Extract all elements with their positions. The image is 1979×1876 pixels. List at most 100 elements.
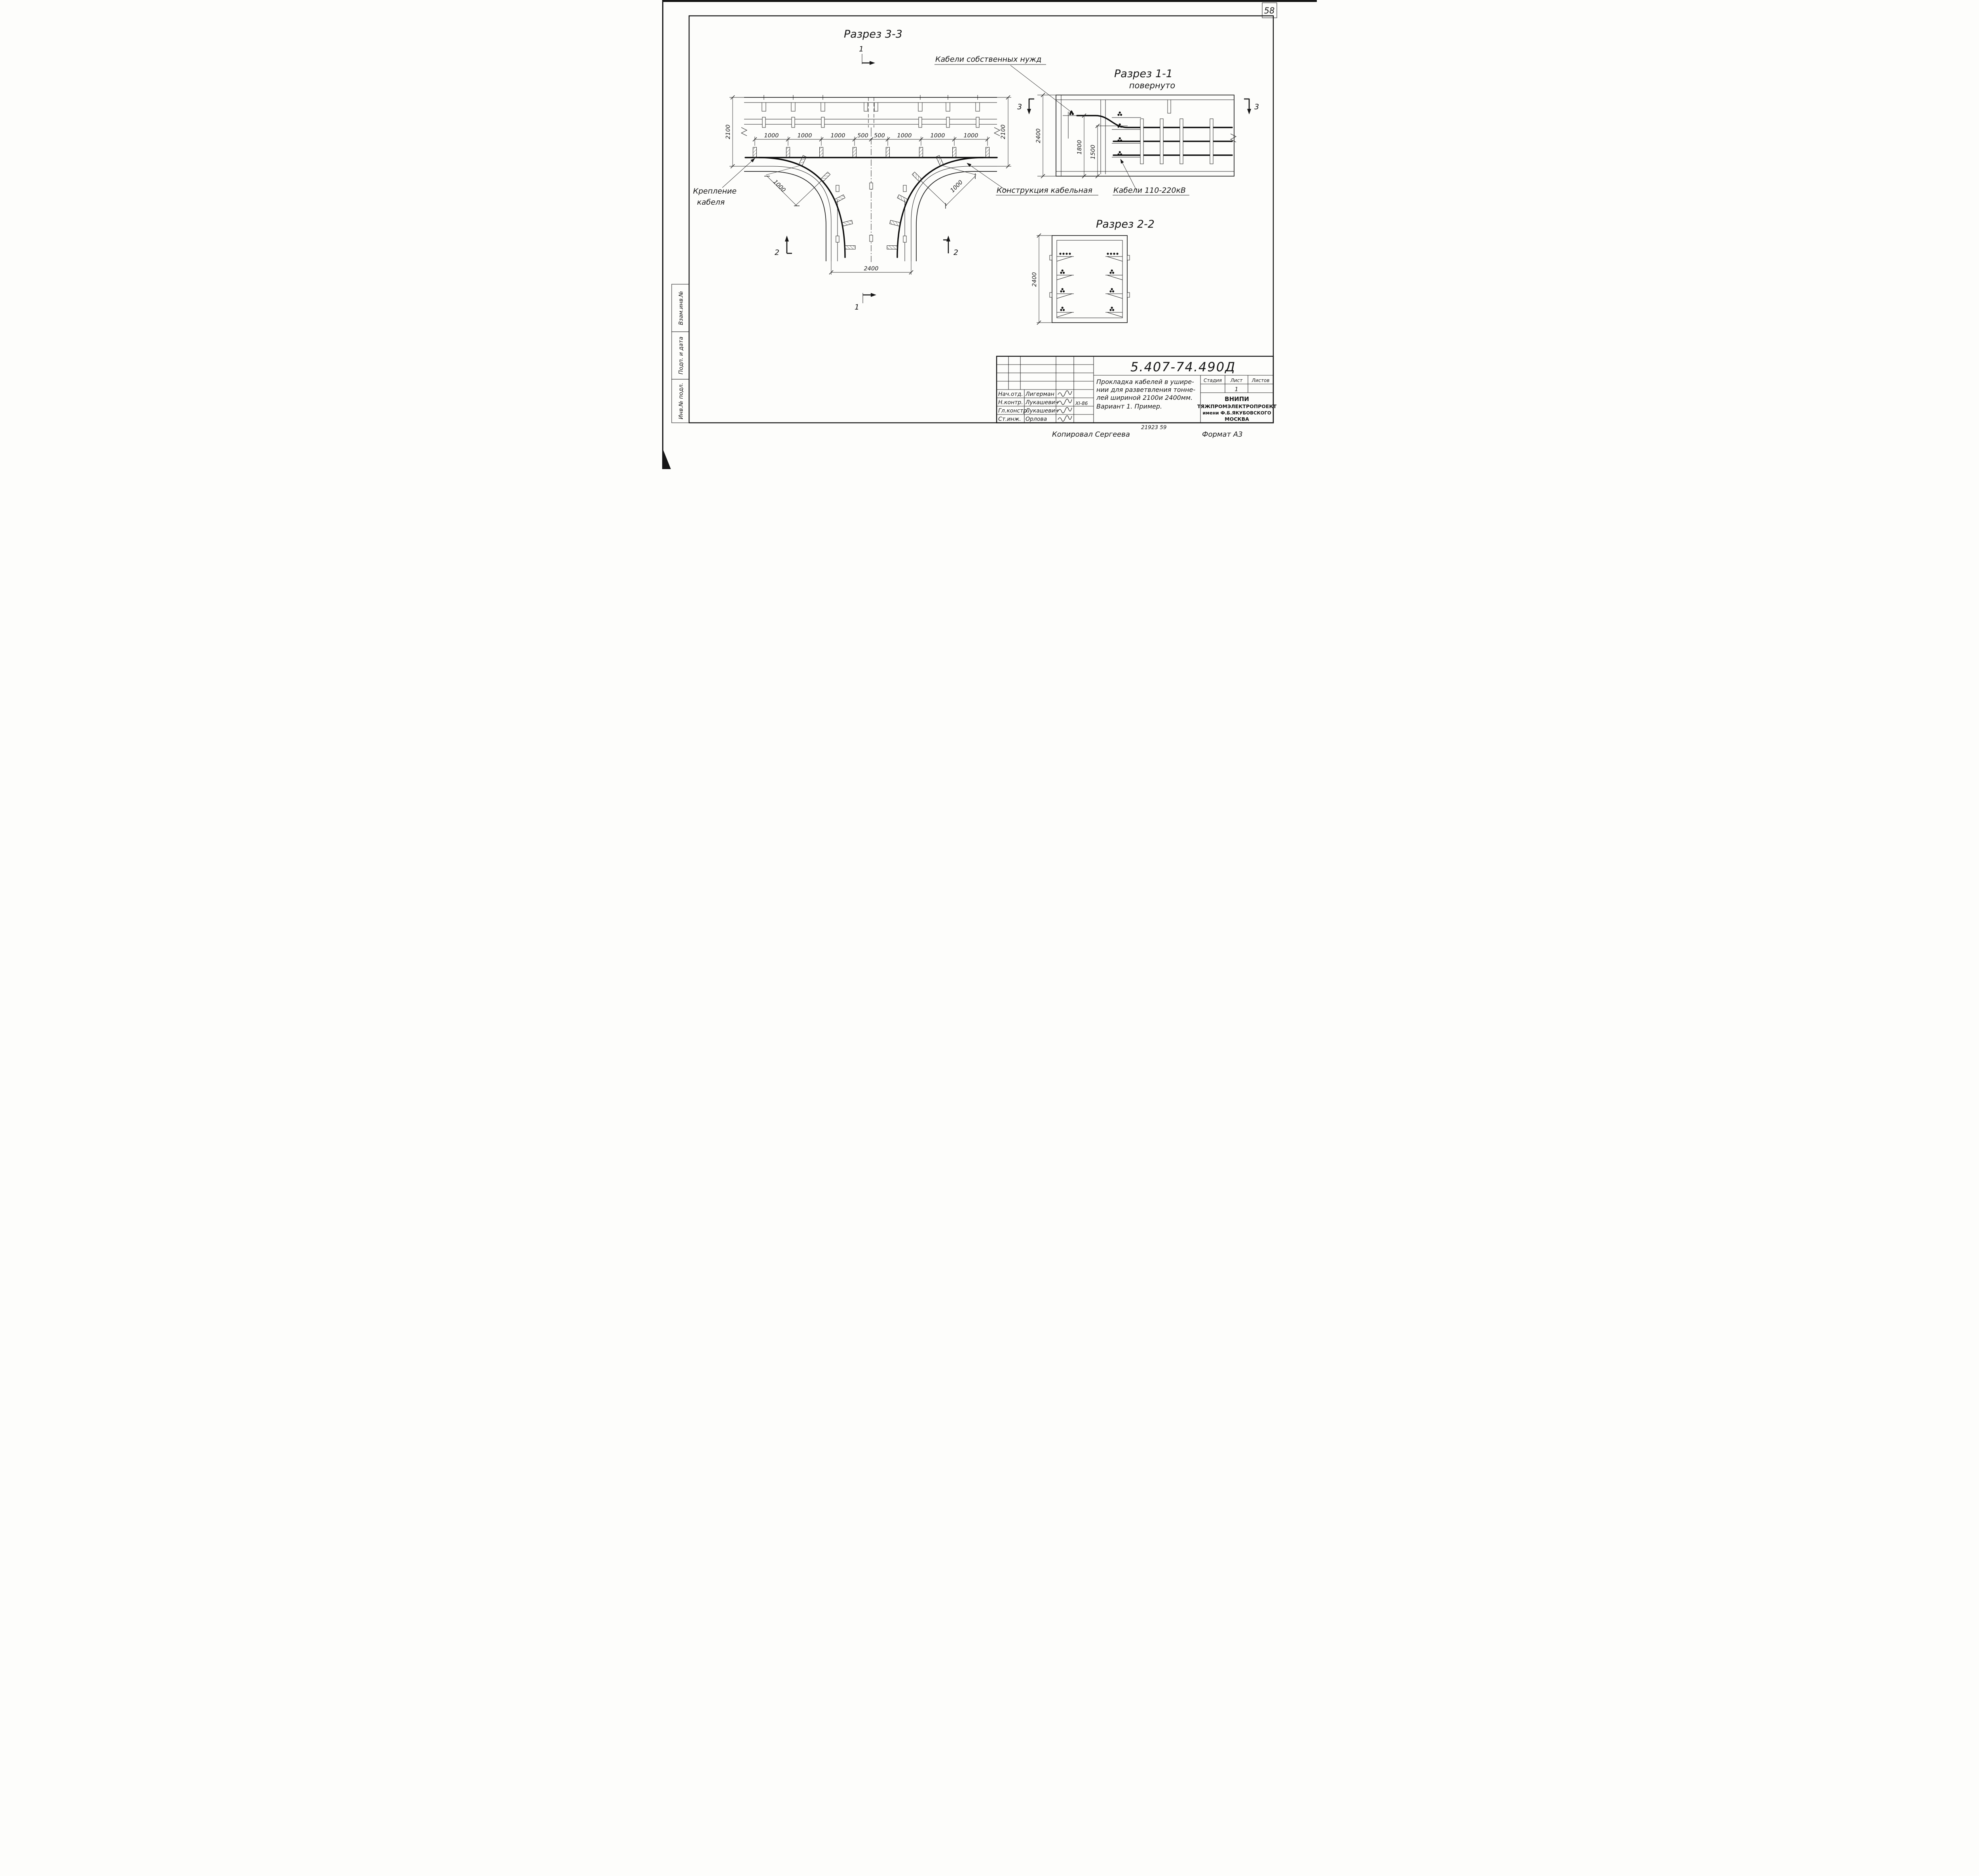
dim-row-6: 1000 <box>931 133 945 139</box>
format-note: Формат А3 <box>1202 430 1243 439</box>
marker-3-right-label: 3 <box>1254 103 1259 111</box>
signature-2 <box>1058 399 1072 405</box>
cable-hangers <box>1140 99 1214 164</box>
scan-edge-top <box>662 0 1317 2</box>
row1-name: Лигерман <box>1025 391 1054 397</box>
dim-s11-1500-label: 1500 <box>1090 145 1096 160</box>
dim-row-4: 500 <box>874 133 885 139</box>
callout-fastening: Крепление кабеля <box>693 158 755 207</box>
marker-2-left-label: 2 <box>775 248 779 257</box>
dim-row-7: 1000 <box>964 133 978 139</box>
dim-diag-right-label: 1000 <box>949 179 964 194</box>
break-mark <box>741 127 747 136</box>
dim-2100-right-label: 2100 <box>1000 125 1007 139</box>
cable-shelves <box>1112 111 1141 158</box>
dim-s11-1500: 1500 <box>1090 124 1128 179</box>
wall-tabs <box>1049 255 1130 298</box>
marker-3-left-label: 3 <box>1017 103 1022 111</box>
dim-s22-2400-label: 2400 <box>1031 272 1038 287</box>
branch-cable-right <box>896 157 984 258</box>
callout-hv-cables: Кабели 110-220кВ <box>1113 159 1189 196</box>
dim-s11-2400: 2400 <box>1035 93 1056 179</box>
page-number: 58 <box>1264 6 1275 15</box>
dim-row-0: 1000 <box>764 133 779 139</box>
section-1-1-title: Разрез 1-1 <box>1114 68 1173 80</box>
signature-3 <box>1058 407 1072 413</box>
dim-s11-1800: 1800 <box>1077 113 1086 179</box>
dim-2400-branch: 2400 <box>829 261 914 275</box>
desc-line2: нии для разветвления тонне- <box>1096 386 1195 393</box>
shelves-left <box>1056 253 1074 317</box>
view-section-1-1: Разрез 1-1 повернуто <box>1035 68 1259 179</box>
dim-s11-2400-label: 2400 <box>1035 129 1042 143</box>
dim-2100-left-label: 2100 <box>725 125 731 139</box>
section-3-3-title: Разрез 3-3 <box>844 28 902 40</box>
desc-line3: лей шириной 2100и 2400мм. <box>1096 394 1193 401</box>
view-section-3-3: Разрез 3-3 1 <box>725 28 1034 312</box>
date-value: XI-86 <box>1075 401 1088 406</box>
page-number-box: 58 <box>1262 2 1277 18</box>
dim-s22-2400: 2400 <box>1031 233 1052 325</box>
dim-row-2: 1000 <box>831 133 845 139</box>
sheets-header: Листов <box>1252 378 1270 383</box>
stamp-number: 21923 59 <box>1141 424 1166 431</box>
sheet-value: 1 <box>1235 386 1238 393</box>
copied-by: Копировал Сергеева <box>1052 430 1130 439</box>
ceiling-supports <box>762 95 980 128</box>
dim-row-5: 1000 <box>897 133 912 139</box>
dim-row-1: 1000 <box>798 133 812 139</box>
desc-line1: Прокладка кабелей в ушире- <box>1096 378 1194 386</box>
callout-own-needs-label: Кабели собственных нужд <box>935 55 1041 64</box>
dim-row: 1000 1000 1000 500 500 1000 1000 1000 <box>752 131 990 146</box>
break-mark <box>994 127 1000 136</box>
callout-fastening-line2: кабеля <box>697 198 725 207</box>
shelves-right <box>1105 253 1123 317</box>
marker-2-right-label: 2 <box>953 248 958 257</box>
sheet-header: Лист <box>1230 378 1243 383</box>
section-2-2-title: Разрез 2-2 <box>1096 218 1155 230</box>
blueprint-svg: 58 Взам.инв.№ Подп. и дата Инв.№ подл. Р… <box>662 0 1317 469</box>
marker-1-top-label: 1 <box>859 45 864 53</box>
signature-4 <box>1058 415 1072 422</box>
dim-s11-1800-label: 1800 <box>1077 140 1083 155</box>
margin-label-vzam: Взам.инв.№ <box>678 291 684 325</box>
marker-1-bottom-label: 1 <box>855 303 859 312</box>
section-marker-2-right: 2 <box>943 236 958 257</box>
stage-header: Стадия <box>1204 378 1222 383</box>
row4-name: Орлова <box>1026 416 1047 422</box>
row3-role: Гл.констр. <box>998 408 1029 414</box>
row3-name: Лукашевич <box>1025 408 1058 414</box>
callout-fastening-line1: Крепление <box>693 187 737 196</box>
callout-hv-cables-label: Кабели 110-220кВ <box>1113 186 1186 195</box>
callout-structure-label: Конструкция кабельная <box>997 186 1092 195</box>
row4-role: Ст.инж. <box>998 416 1021 422</box>
scan-corner <box>662 447 671 469</box>
section-marker-3-right: 3 <box>1244 98 1259 114</box>
row2-name: Лукашевич <box>1025 399 1058 406</box>
branch-cable-left <box>758 157 846 258</box>
view-section-2-2: Разрез 2-2 <box>1031 218 1155 325</box>
dim-2100-left: 2100 <box>725 95 744 169</box>
title-block: 5.407-74.490Д Прокладка кабелей в ушире-… <box>996 355 1277 424</box>
desc-line4: Вариант 1. Пример. <box>1096 403 1162 410</box>
section-marker-3-left: 3 <box>1017 98 1034 114</box>
callout-own-needs: Кабели собственных нужд <box>934 55 1074 114</box>
drawing-sheet: 58 Взам.инв.№ Подп. и дата Инв.№ подл. Р… <box>662 0 1317 469</box>
org-line4: МОСКВА <box>1225 416 1249 422</box>
margin-label-inv: Инв.№ подл. <box>678 383 684 419</box>
section-marker-1-top: 1 <box>859 45 875 65</box>
row1-role: Нач.отд. <box>998 391 1023 397</box>
dim-2400-label: 2400 <box>864 266 879 272</box>
drawing-frame <box>688 15 1274 424</box>
callout-structure: Конструкция кабельная <box>967 163 1098 196</box>
row2-role: Н.контр. <box>998 399 1023 406</box>
dim-diag-left-label: 1000 <box>772 179 786 193</box>
doc-number: 5.407-74.490Д <box>1130 359 1236 374</box>
margin-stamp-column: Взам.инв.№ Подп. и дата Инв.№ подл. <box>671 284 689 423</box>
hv-cable-1 <box>1076 115 1233 128</box>
section-1-1-subtitle: повернуто <box>1129 81 1175 90</box>
signature-1 <box>1058 390 1072 397</box>
org-line1: ВНИПИ <box>1225 395 1249 403</box>
margin-label-podp: Подп. и дата <box>678 336 684 374</box>
org-line3: имени Ф.Б.ЯКУБОВСКОГО <box>1202 410 1271 416</box>
